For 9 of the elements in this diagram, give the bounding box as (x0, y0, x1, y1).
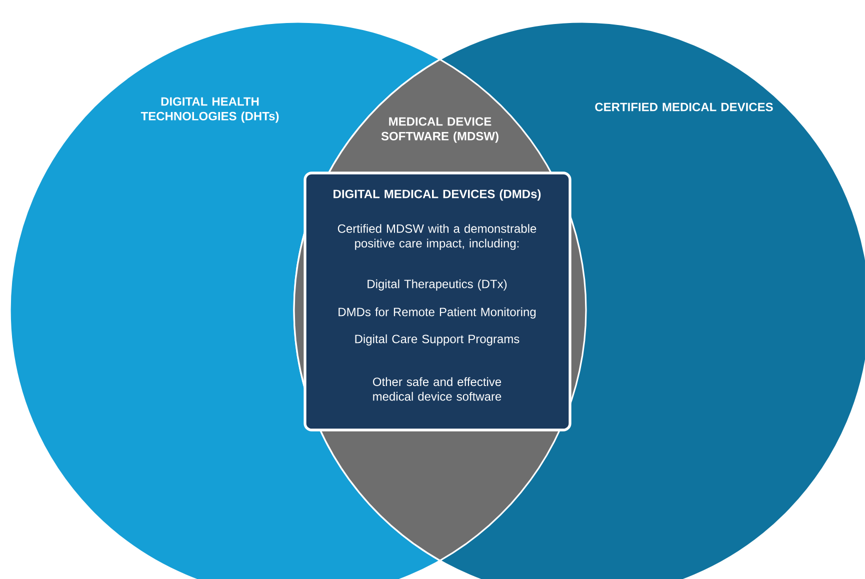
region-label: CERTIFIED MEDICAL DEVICES (595, 102, 773, 112)
list-item: DMDs for Remote Patient Monitoring (338, 307, 536, 319)
region-label: MEDICAL DEVICE SOFTWARE (MDSW) (381, 117, 498, 143)
list-item: Digital Therapeutics (DTx) (368, 279, 507, 291)
box-heading: DIGITAL MEDICAL DEVICES (DMDs) (334, 189, 541, 201)
body-text: Other safe and effective medical device software (372, 377, 502, 401)
body-text: Certified MDSW with a demonstrable positive care impact, including: (338, 224, 536, 250)
list-item: Digital Care Support Programs (355, 334, 520, 346)
region-label: DIGITAL HEALTH TECHNOLOGIES (DHTs) (140, 97, 279, 123)
